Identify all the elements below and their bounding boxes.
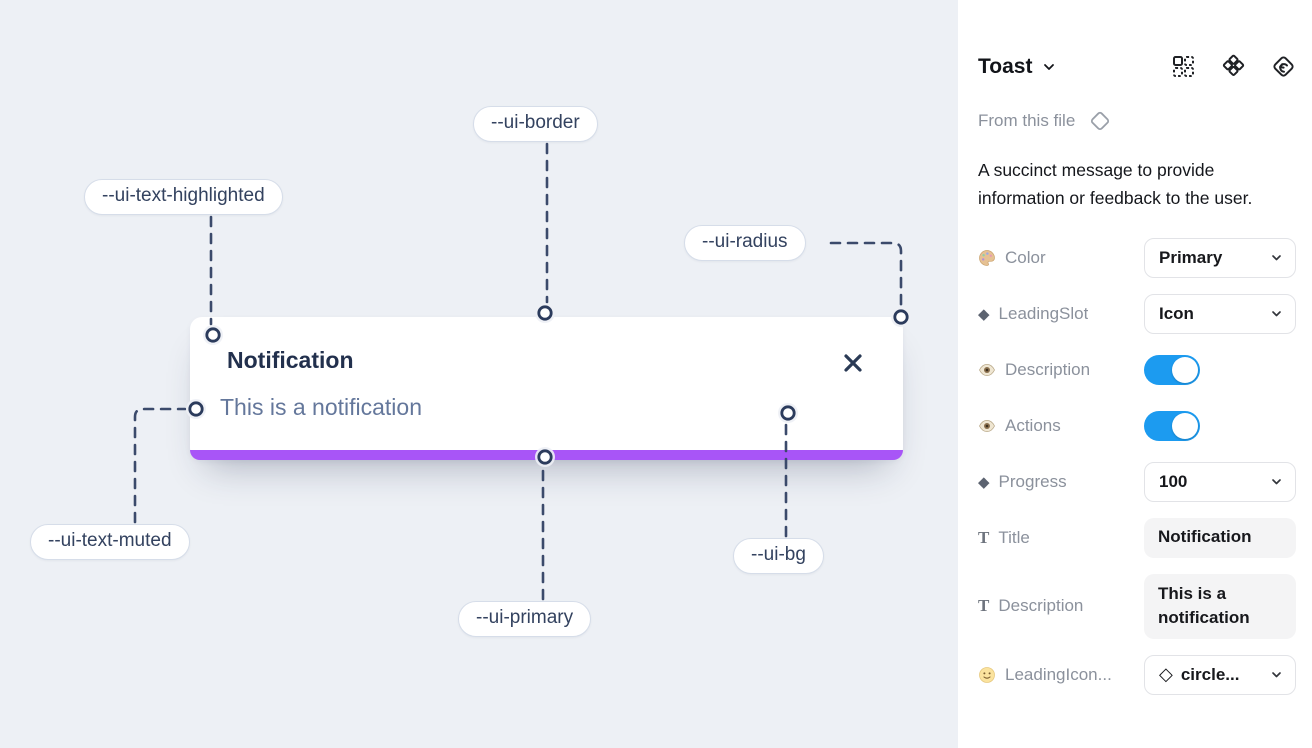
instance-swap-icon[interactable] — [1171, 54, 1196, 79]
connector-ui-radius — [829, 241, 903, 308]
toggle-knob — [1172, 412, 1198, 439]
diamond-icon: ◆ — [978, 305, 990, 323]
diamond-outline-icon: ◇ — [1159, 664, 1173, 685]
prop-label-leadingslot: ◆ LeadingSlot — [978, 304, 1088, 324]
toast-title: Notification — [227, 347, 354, 373]
label-ui-text-muted[interactable]: --ui-text-muted — [30, 524, 190, 560]
diamond-icon: ◆ — [978, 473, 990, 491]
prop-row-actions-toggle: Actions — [978, 406, 1296, 446]
prop-row-color: Color Primary — [978, 237, 1296, 278]
description-text-field[interactable]: This is a notification — [1144, 573, 1296, 639]
chevron-down-icon — [1270, 668, 1283, 681]
chevron-down-icon — [1270, 307, 1283, 320]
eye-icon — [979, 363, 995, 376]
prop-row-progress: ◆ Progress 100 — [978, 461, 1296, 502]
prop-label-progress: ◆ Progress — [978, 472, 1067, 492]
prop-label-text: Progress — [998, 471, 1067, 491]
label-ui-primary[interactable]: --ui-primary — [458, 601, 592, 637]
prop-label-text: Description — [1005, 359, 1091, 379]
label-ui-border[interactable]: --ui-border — [473, 106, 598, 142]
progress-select[interactable]: 100 — [1144, 461, 1296, 502]
type-icon: T — [978, 596, 990, 616]
diamond-outline-icon — [1091, 111, 1110, 131]
leadingicon-select[interactable]: ◇ circle... — [1144, 654, 1296, 695]
prop-label-actions: Actions — [978, 416, 1061, 436]
chevron-down-icon[interactable] — [1042, 60, 1056, 74]
prop-label-text: LeadingSlot — [998, 303, 1089, 323]
component-source: From this file — [978, 108, 1296, 134]
prop-row-title: T Title Notification — [978, 517, 1296, 558]
prop-label-text: Color — [1005, 247, 1046, 267]
component-name[interactable]: Toast — [978, 54, 1033, 78]
return-to-component-icon[interactable] — [1271, 54, 1296, 79]
chevron-down-icon — [1270, 475, 1283, 488]
leadingslot-select[interactable]: Icon — [1144, 293, 1296, 334]
properties-panel: Toast — [958, 0, 1312, 748]
toast-description: This is a notification — [220, 394, 422, 420]
prop-row-description-toggle: Description — [978, 350, 1296, 390]
source-label: From this file — [978, 111, 1076, 130]
label-ui-radius[interactable]: --ui-radius — [684, 225, 806, 261]
connector-ui-text-muted — [133, 407, 187, 524]
toast-component[interactable]: Notification This is a notification — [190, 317, 903, 460]
label-ui-text-highlighted[interactable]: --ui-text-highlighted — [84, 179, 283, 215]
toggle-knob — [1172, 356, 1198, 383]
chevron-down-icon — [1270, 251, 1283, 264]
prop-label-color: Color — [978, 248, 1046, 268]
prop-row-description-text: T Description This is a notification — [978, 573, 1296, 639]
smiley-icon — [979, 667, 995, 683]
prop-label-text: Description — [998, 596, 1084, 616]
prop-label-text: Title — [998, 527, 1030, 547]
label-ui-bg[interactable]: --ui-bg — [733, 538, 824, 574]
property-list: Color Primary ◆ LeadingSlot Icon — [978, 237, 1296, 695]
actions-toggle[interactable] — [1144, 410, 1200, 441]
close-icon[interactable] — [841, 351, 865, 375]
prop-label-description-text: T Description — [978, 596, 1083, 616]
description-toggle[interactable] — [1144, 354, 1200, 385]
design-canvas[interactable]: Notification This is a notification --ui… — [0, 0, 958, 748]
prop-label-text: Actions — [1005, 415, 1061, 435]
component-description: A succinct message to provide informatio… — [978, 160, 1253, 209]
toast-progress-bar — [190, 450, 903, 460]
prop-row-leadingslot: ◆ LeadingSlot Icon — [978, 293, 1296, 334]
panel-header: Toast — [978, 54, 1296, 79]
palette-icon — [979, 249, 995, 266]
prop-label-description: Description — [978, 360, 1090, 380]
eye-icon — [979, 419, 995, 432]
prop-row-leadingicon: LeadingIcon... ◇ circle... — [978, 654, 1296, 695]
type-icon: T — [978, 527, 990, 547]
prop-label-title: T Title — [978, 528, 1030, 548]
prop-label-text: LeadingIcon... — [1005, 664, 1112, 684]
component-icon[interactable] — [1221, 54, 1246, 79]
title-text-field[interactable]: Notification — [1144, 517, 1296, 558]
prop-label-leadingicon: LeadingIcon... — [978, 665, 1112, 685]
color-select[interactable]: Primary — [1144, 237, 1296, 278]
